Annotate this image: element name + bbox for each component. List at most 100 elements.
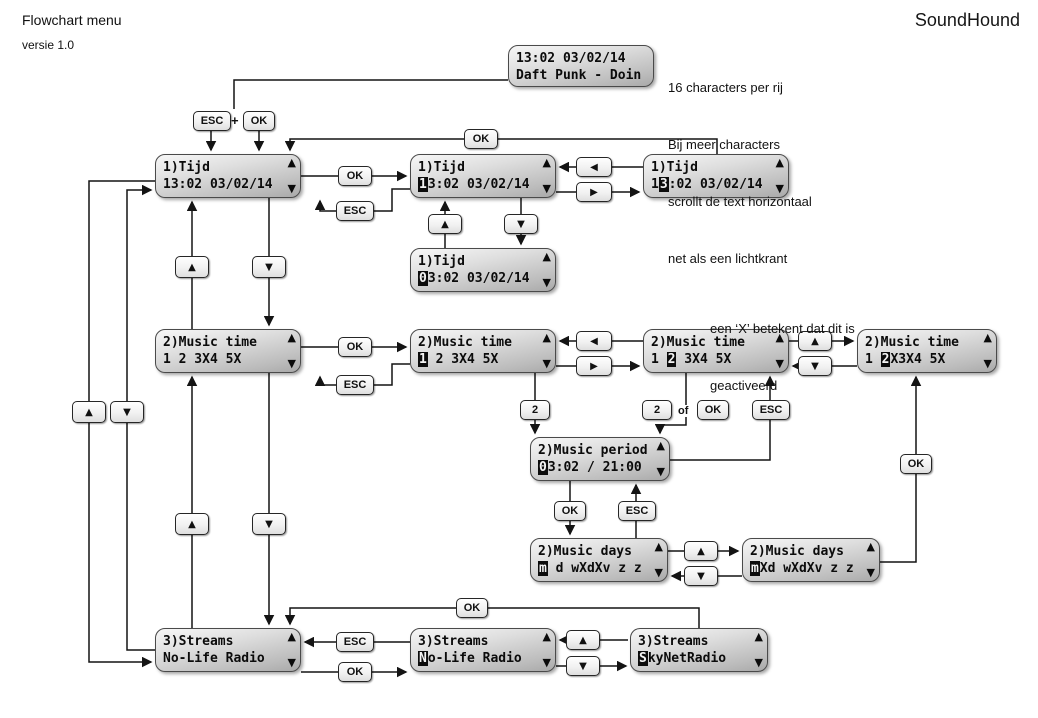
ok-button-tijd-enter-edit: OK <box>338 166 372 186</box>
down-triangle-icon: ▼ <box>983 357 992 370</box>
version-label: versie 1.0 <box>22 38 75 52</box>
scroll-note-line: scrollt de text horizontaal <box>668 194 812 209</box>
down-button-streams-select: ▼ <box>566 656 600 676</box>
lcd-line-1: 1)Tijd <box>418 160 465 175</box>
lcd-cursor-char: N <box>418 651 428 666</box>
ok-button-music-enter-edit: OK <box>338 337 372 357</box>
two-key-open-period-left: 2 <box>520 400 550 420</box>
lcd-text: 3:02 03/02/14 <box>427 271 530 286</box>
two-key-open-period-right: 2 <box>642 400 672 420</box>
up-button-streams-select: ▲ <box>566 630 600 650</box>
lcd-music-time-edit-2-activated: 2)Music time 1 2X3X4 5X ▲ ▼ <box>857 329 997 373</box>
up-triangle-icon: ▲ <box>656 439 665 452</box>
up-button-menu-2-3: ▲ <box>175 513 209 535</box>
left-button-tijd-cursor: ◀ <box>576 157 612 177</box>
down-button-tijd-digit: ▼ <box>504 214 538 234</box>
up-triangle-icon: ▲ <box>775 156 784 169</box>
up-triangle-icon: ▲ <box>542 331 551 344</box>
lcd-music-period: 2)Music period 03:02 / 21:00 ▲ ▼ <box>530 437 670 481</box>
lcd-cursor-char: 2 <box>666 352 677 367</box>
lcd-line-1: 1)Tijd <box>163 160 210 175</box>
lcd-line-2: 03:02 / 21:00 <box>538 459 653 476</box>
lcd-line-2: 13:02 03/02/14 <box>651 176 772 193</box>
up-triangle-icon: ▲ <box>287 630 296 643</box>
lcd-line-2: 13:02 03/02/14 <box>418 176 539 193</box>
lcd-music-time-edit-2: 2)Music time 1 2 3X4 5X ▲ ▼ <box>643 329 789 373</box>
lcd-music-days-activated: 2)Music days mXd wXdXv z z ▲ ▼ <box>742 538 880 582</box>
down-triangle-icon: ▼ <box>287 357 296 370</box>
right-button-tijd-cursor: ▶ <box>576 182 612 202</box>
scroll-note-line: Bij meer characters <box>668 137 780 152</box>
page-title: Flowchart menu <box>22 12 122 28</box>
up-button-menu-1-2: ▲ <box>175 256 209 278</box>
up-triangle-icon: ▲ <box>542 630 551 643</box>
lcd-line-2: mXd wXdXv z z <box>750 560 863 577</box>
lcd-streams-edit-skynet: 3)Streams SkyNetRadio ▲ ▼ <box>630 628 768 672</box>
lcd-text: 1 <box>651 177 659 192</box>
lcd-cursor-char: 1 <box>418 352 428 367</box>
lcd-line-2: Daft Punk - Doin <box>516 67 641 84</box>
lcd-line-2: 13:02 03/02/14 <box>163 176 284 193</box>
esc-button-tijd-exit-edit: ESC <box>336 201 374 221</box>
ok-button-tijd-confirm: OK <box>464 129 498 149</box>
down-triangle-icon: ▼ <box>287 182 296 195</box>
ok-button-period-to-days: OK <box>554 501 586 521</box>
down-triangle-icon: ▼ <box>656 465 665 478</box>
lcd-text: 1 2 3X4 5X <box>163 352 242 367</box>
lcd-line-2: 1 2 3X4 5X <box>651 351 772 368</box>
lcd-text: 2 3X4 5X <box>427 352 499 367</box>
lcd-text: 1 <box>651 352 667 367</box>
scroll-note-line: 16 characters per rij <box>668 80 783 95</box>
down-triangle-icon: ▼ <box>542 656 551 669</box>
lcd-cursor-char: m <box>750 561 760 576</box>
up-triangle-icon: ▲ <box>542 156 551 169</box>
down-triangle-icon: ▼ <box>542 357 551 370</box>
brand-logo-text: SoundHound <box>914 10 1020 30</box>
lcd-line-2: m d wXdXv z z <box>538 560 651 577</box>
lcd-line-1: 1)Tijd <box>651 160 698 175</box>
down-button-menu-2-3: ▼ <box>252 513 286 535</box>
lcd-streams-edit-nolife: 3)Streams No-Life Radio ▲ ▼ <box>410 628 556 672</box>
lcd-text: Daft Punk - Doin <box>516 68 642 83</box>
up-triangle-icon: ▲ <box>775 331 784 344</box>
lcd-line-2: 1 2 3X4 5X <box>163 351 284 368</box>
lcd-line-1: 2)Music time <box>418 335 512 350</box>
down-triangle-icon: ▼ <box>754 656 763 669</box>
lcd-text: 3X4 5X <box>676 352 732 367</box>
up-triangle-icon: ▲ <box>866 540 875 553</box>
lcd-text: 1 <box>865 352 881 367</box>
lcd-line-1: 2)Music time <box>865 335 959 350</box>
up-button-menu-wrap: ▲ <box>72 401 106 423</box>
down-button-menu-wrap: ▼ <box>110 401 144 423</box>
lcd-line-1: 13:02 03/02/14 <box>516 51 626 66</box>
lcd-text: :02 03/02/14 <box>668 177 763 192</box>
lcd-line-2: SkyNetRadio <box>638 650 751 667</box>
lcd-text: o-Life Radio <box>427 651 522 666</box>
lcd-line-2: 03:02 03/02/14 <box>418 270 539 287</box>
right-button-music-cursor: ▶ <box>576 356 612 376</box>
up-triangle-icon: ▲ <box>754 630 763 643</box>
lcd-tijd-edit-digit2: 1)Tijd 13:02 03/02/14 ▲ ▼ <box>643 154 789 198</box>
down-triangle-icon: ▼ <box>542 182 551 195</box>
lcd-text: 3:02 / 21:00 <box>547 460 642 475</box>
up-triangle-icon: ▲ <box>983 331 992 344</box>
scroll-note: 16 characters per rij Bij meer character… <box>668 40 812 306</box>
lcd-line-1: 2)Music days <box>538 544 632 559</box>
lcd-streams-main: 3)Streams No-Life Radio ▲ ▼ <box>155 628 301 672</box>
down-triangle-icon: ▼ <box>775 182 784 195</box>
scroll-note-line: net als een lichtkrant <box>668 251 788 266</box>
lcd-music-time-edit-1: 2)Music time 1 2 3X4 5X ▲ ▼ <box>410 329 556 373</box>
plus-sign: + <box>231 113 239 128</box>
x-meaning-line: geactiveerd <box>710 378 778 393</box>
lcd-line-2: 1 2 3X4 5X <box>418 351 539 368</box>
lcd-line-1: 3)Streams <box>418 634 489 649</box>
down-button-days-toggle-x: ▼ <box>684 566 718 586</box>
lcd-cursor-char: S <box>638 651 648 666</box>
or-label: of <box>676 405 691 417</box>
lcd-cursor-char: 3 <box>658 177 669 192</box>
up-triangle-icon: ▲ <box>654 540 663 553</box>
down-triangle-icon: ▼ <box>542 276 551 289</box>
lcd-music-days: 2)Music days m d wXdXv z z ▲ ▼ <box>530 538 668 582</box>
lcd-text: d wXdXv z z <box>547 561 642 576</box>
